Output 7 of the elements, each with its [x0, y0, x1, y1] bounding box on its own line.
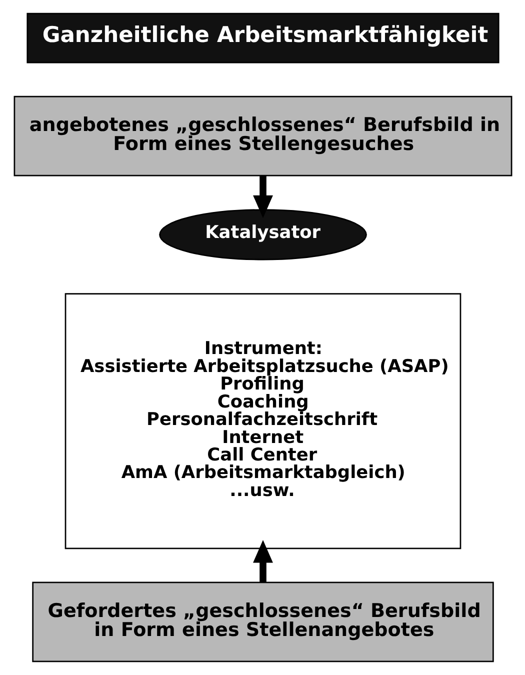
arrow	[252, 176, 272, 218]
arrow	[252, 540, 272, 582]
node-ellipse: Katalysator	[158, 209, 366, 260]
node-box: Ganzheitliche Arbeitsmarktfähigkeit	[26, 12, 499, 64]
node-box: Gefordertes „geschlossenes“ Berufsbild in Form eines Stellenangebotes	[32, 582, 494, 662]
node-box: Instrument: Assistierte Arbeitsplatzsuche (ASAP) Profiling Coaching Personalfachzeitschrift Internet Call Center AmA (Arbeitsmarktabgleich) ...usw.	[64, 293, 461, 550]
node-box: angebotenes „geschlossenes“ Berufsbild in Form eines Stellengesuches	[13, 96, 512, 176]
